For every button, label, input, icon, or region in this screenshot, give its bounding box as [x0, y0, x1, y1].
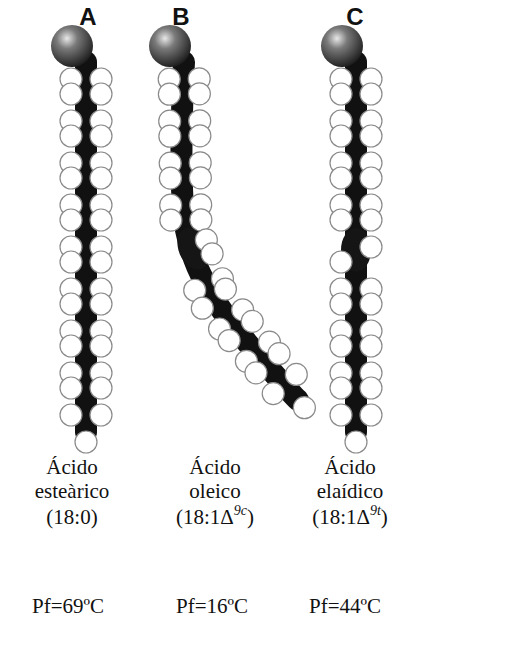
hydrogen-atom: [245, 362, 267, 384]
carbon-backbone: [181, 62, 298, 400]
acid-name-group: Ácido elaídico: [300, 455, 400, 503]
hydrogen-atom: [262, 383, 284, 405]
hydrogen-atom: [214, 278, 236, 300]
hydrogen-atom: [330, 377, 352, 399]
hydrogen-atom: [330, 251, 352, 273]
carboxyl-head: [51, 25, 93, 67]
hydrogen-atom: [190, 209, 212, 231]
melting-point: Pf=69ºC: [32, 594, 104, 618]
hydrogen-atom: [330, 335, 352, 357]
hydrogen-atom: [90, 125, 112, 147]
hydrogen-atom: [90, 209, 112, 231]
hydrogen-atom: [90, 293, 112, 315]
hydrogen-atom: [159, 125, 181, 147]
hydrogen-atom: [360, 377, 382, 399]
hydrogen-atom: [90, 251, 112, 273]
hydrogen-atom: [360, 335, 382, 357]
acid-name: Ácido esteàrico: [35, 455, 110, 503]
melting-point-group: Pf=69ºC: [32, 594, 104, 618]
hydrogen-atom: [218, 330, 240, 352]
hydrogen-atom: [189, 167, 211, 189]
hydrogen-atom: [360, 293, 382, 315]
hydrogen-atom: [60, 83, 82, 105]
panel-letter: B: [172, 3, 189, 30]
panel-letter: C: [346, 3, 363, 30]
hydrogen-atom: [285, 363, 307, 385]
carboxyl-head: [149, 25, 191, 67]
hydrogen-atom: [90, 167, 112, 189]
acid-name: Ácido elaídico: [317, 455, 383, 503]
hydrogen-atom: [158, 83, 180, 105]
acid-name-group: Ácido oleico: [165, 455, 265, 503]
hydrogen-atom: [345, 431, 367, 453]
panel-letter-group: B: [172, 4, 189, 30]
hydrogen-atom: [90, 83, 112, 105]
hydrogen-atom: [330, 209, 352, 231]
melting-point: Pf=44ºC: [309, 594, 381, 618]
acid-formula-group: (18:1Δ9t): [312, 505, 388, 529]
acid-formula: ): [247, 505, 254, 529]
hydrogen-atom: [90, 377, 112, 399]
hydrogen-atom: [330, 125, 352, 147]
hydrogen-atom: [201, 243, 223, 265]
hydrogen-atom: [330, 167, 352, 189]
hydrogen-atom: [90, 404, 112, 426]
hydrogen-atom: [330, 293, 352, 315]
hydrogen-atom: [60, 125, 82, 147]
hydrogen-atom: [75, 431, 97, 453]
stearic-acid-model: [51, 25, 112, 453]
melting-point: Pf=16ºC: [176, 594, 248, 618]
acid-formula-group: (18:1Δ9c): [176, 505, 254, 529]
hydrogen-atom: [159, 167, 181, 189]
hydrogen-atom: [330, 83, 352, 105]
panel-letter-group: A: [79, 4, 96, 30]
melting-point-group: Pf=16ºC: [176, 594, 248, 618]
hydrogen-atom: [90, 335, 112, 357]
hydrogen-atom: [360, 83, 382, 105]
hydrogen-atom: [60, 251, 82, 273]
hydrogen-atom: [360, 236, 382, 258]
panel-letter: A: [79, 3, 96, 30]
hydrogen-atom: [160, 209, 182, 231]
hydrogen-atom: [268, 343, 290, 365]
hydrogen-atom: [360, 209, 382, 231]
hydrogen-atom: [188, 83, 210, 105]
elaidic-acid-model: [321, 25, 382, 453]
hydrogen-atom: [60, 293, 82, 315]
acid-name: Ácido oleico: [189, 455, 240, 503]
hydrogen-atom: [191, 297, 213, 319]
isomer-superscript: 9c: [234, 503, 247, 518]
hydrogen-atom: [60, 209, 82, 231]
carboxyl-head: [321, 25, 363, 67]
hydrogen-atom: [60, 167, 82, 189]
acid-formula-group: (18:0): [46, 505, 97, 529]
melting-point-group: Pf=44ºC: [309, 594, 381, 618]
hydrogen-atom: [360, 167, 382, 189]
hydrogen-atom: [360, 125, 382, 147]
acid-formula: ): [381, 505, 388, 529]
acid-formula: (18:0): [46, 505, 97, 529]
acid-formula: (18:1Δ: [176, 505, 234, 529]
hydrogen-atom: [330, 404, 352, 426]
acid-name-group: Ácido esteàrico: [22, 455, 122, 503]
hydrogen-atom: [60, 404, 82, 426]
hydrogen-atom: [241, 310, 263, 332]
hydrogen-atom: [293, 397, 315, 419]
hydrogen-atom: [189, 125, 211, 147]
acid-formula: (18:1Δ: [312, 505, 370, 529]
panel-letter-group: C: [346, 4, 363, 30]
isomer-superscript: 9t: [370, 503, 381, 518]
oleic-acid-model: [149, 25, 315, 419]
hydrogen-atom: [60, 335, 82, 357]
hydrogen-atom: [60, 377, 82, 399]
hydrogen-atom: [360, 404, 382, 426]
